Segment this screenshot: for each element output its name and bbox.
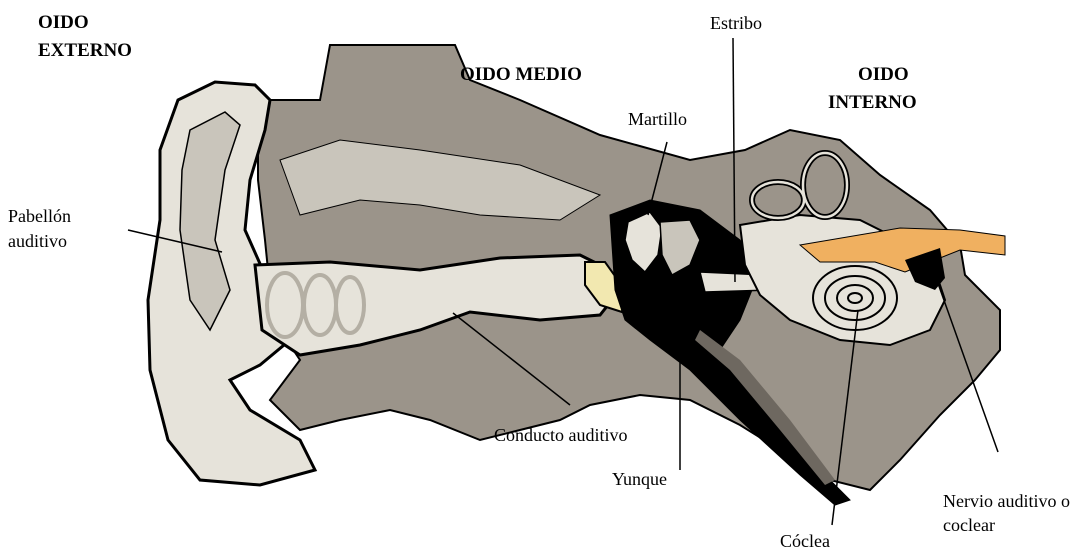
heading-outer-ear-line1: OIDO [38,12,89,34]
label-cochlea: Cóclea [780,530,830,552]
label-hammer: Martillo [628,108,687,130]
heading-inner-ear-line2: INTERNO [828,92,917,114]
heading-inner-ear-line1: OIDO [858,64,909,86]
heading-outer-ear-line2: EXTERNO [38,40,132,62]
label-nerve-line1: Nervio auditivo o [943,490,1070,512]
label-pinna-line2: auditivo [8,230,67,252]
label-anvil: Yunque [612,468,667,490]
label-stirrup: Estribo [710,12,762,34]
label-nerve-line2: coclear [943,514,995,536]
label-ear-canal: Conducto auditivo [494,424,628,446]
heading-middle-ear: OIDO MEDIO [460,64,582,86]
label-pinna-line1: Pabellón [8,205,71,227]
